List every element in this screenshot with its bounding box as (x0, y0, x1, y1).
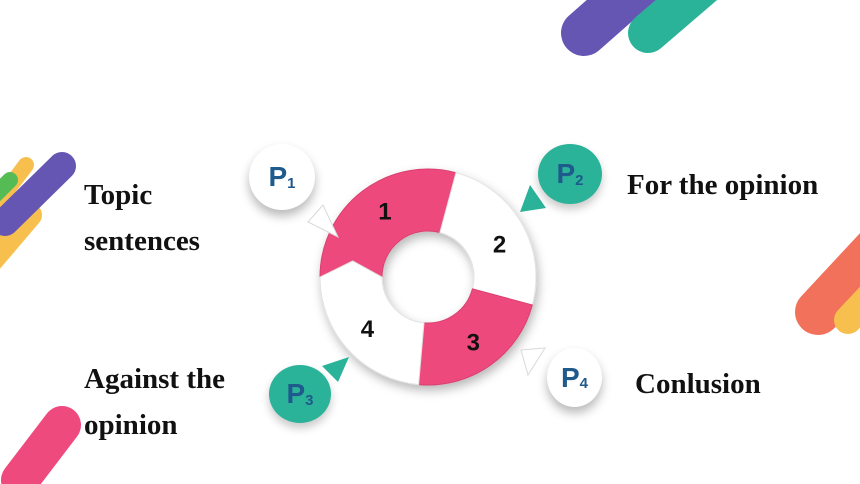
bubble-p1-letter: P (268, 161, 288, 192)
bubble-p1-sub: 1 (287, 174, 296, 192)
decor-bottom-left (1, 406, 81, 484)
pointer-arrow-p1 (307, 204, 340, 239)
bubble-p2-letter: P (556, 158, 576, 189)
label-for-the-opinion: For the opinion (627, 169, 819, 201)
cycle-number-3: 3 (467, 330, 480, 357)
decor-top-right (561, 0, 718, 56)
decor-left (0, 152, 76, 269)
bubble-p3-letter: P (286, 378, 306, 409)
pointer-arrow-p4 (520, 347, 546, 377)
label-against-line2: opinion (84, 409, 178, 441)
bubble-p4-sub: 4 (579, 375, 589, 392)
cycle-segment-2 (439, 172, 537, 313)
cycle-segment-3 (404, 288, 533, 386)
cycle-number-2: 2 (493, 232, 506, 259)
label-topic-sentences: Topic sentences (84, 172, 200, 264)
decor-right (795, 233, 860, 335)
bubble-p3-sub: 3 (305, 391, 314, 409)
label-conclusion: Conlusion (635, 368, 761, 400)
bubble-p2-sub: 2 (575, 171, 584, 189)
cycle-number-4: 4 (361, 316, 375, 343)
pointer-arrows (307, 185, 546, 382)
label-topic-line2: sentences (84, 225, 200, 257)
cycle-segments (319, 168, 537, 386)
bubble-p4-letter: P (560, 361, 580, 393)
cycle-segment-4 (319, 260, 425, 386)
cycle-number-1: 1 (378, 199, 391, 226)
label-against-the-opinion: Against the opinion (84, 356, 225, 448)
cycle-numbers: 1 2 3 4 (361, 199, 506, 357)
pointer-arrow-p2 (520, 185, 546, 212)
cycle-segment-1 (319, 168, 464, 278)
label-against-line1: Against the (84, 363, 225, 395)
pointer-arrow-p3 (322, 357, 349, 382)
label-topic-line1: Topic (84, 179, 153, 211)
